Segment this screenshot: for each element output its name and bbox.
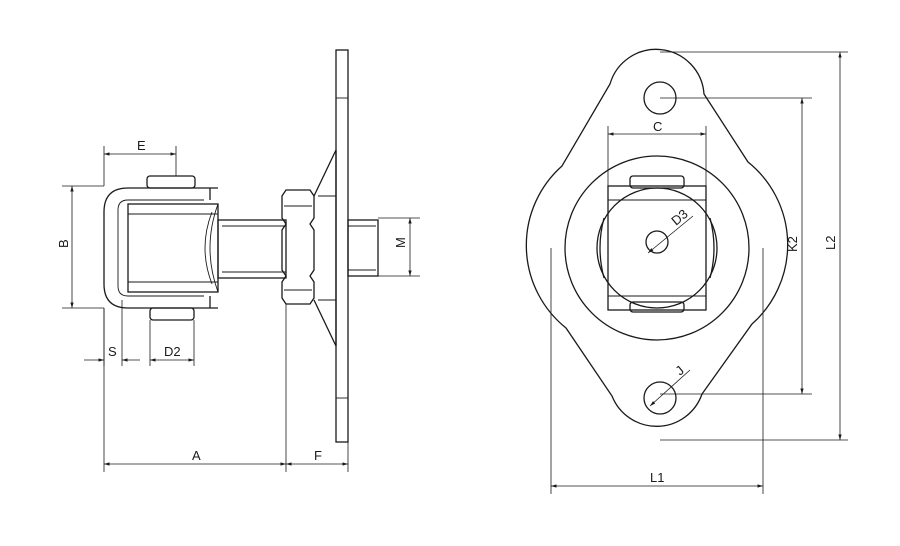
dim-label-l2: L2 xyxy=(823,236,838,250)
dim-label-l1: L1 xyxy=(650,470,664,485)
flange-outline xyxy=(525,48,789,427)
side-view: E B S D2 A F M xyxy=(56,49,420,472)
front-view: C D3 J K2 L2 L1 xyxy=(525,48,848,494)
pin-bottom-front xyxy=(629,301,685,313)
dim-label-a: A xyxy=(192,448,201,463)
center-hole xyxy=(645,230,669,254)
dim-label-b: B xyxy=(56,239,71,248)
dim-label-f: F xyxy=(314,448,322,463)
dim-label-d2: D2 xyxy=(164,344,181,359)
protruding-thread xyxy=(347,219,379,277)
dim-label-m: M xyxy=(393,237,408,248)
pin-bottom xyxy=(149,307,195,321)
dim-label-s: S xyxy=(108,344,117,359)
square-housing xyxy=(607,185,707,311)
hinge-hook-body xyxy=(103,187,218,309)
pin-top-front xyxy=(629,175,685,189)
outer-ring xyxy=(564,155,750,341)
dim-label-c: C xyxy=(653,119,662,134)
threaded-shaft xyxy=(217,219,287,279)
pin-housing xyxy=(127,203,219,293)
dim-label-j: J xyxy=(672,363,687,379)
base-plate xyxy=(335,49,349,443)
inner-ring xyxy=(596,187,718,309)
hinge-hook-inner xyxy=(117,199,204,297)
hex-nut xyxy=(281,189,315,305)
pin-top xyxy=(146,175,196,189)
dim-label-k2: K2 xyxy=(785,236,800,252)
mounting-hole-bottom xyxy=(643,381,677,415)
cone-washer xyxy=(313,149,337,347)
dim-label-d3: D3 xyxy=(668,206,690,228)
dim-label-e: E xyxy=(137,138,146,153)
